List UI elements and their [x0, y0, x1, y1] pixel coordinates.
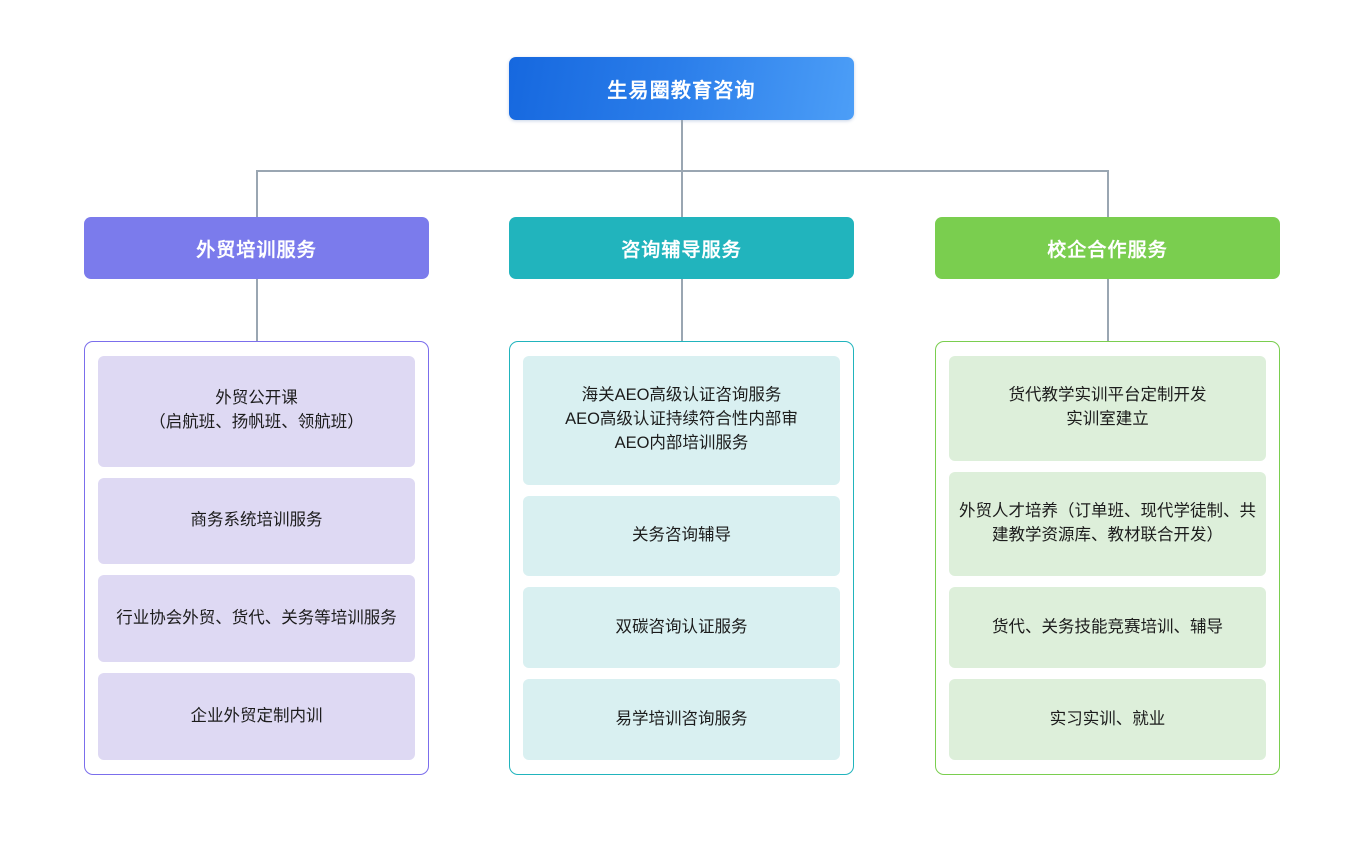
service-item-text: 双碳咨询认证服务 — [615, 617, 748, 636]
service-item-card[interactable]: 商务系统培训服务 — [98, 477, 415, 565]
category-header-label: 咨询辅导服务 — [621, 239, 742, 261]
connector-branch-3 — [1107, 170, 1109, 218]
service-item-card[interactable]: 企业外贸定制内训 — [98, 673, 415, 760]
connector-branch-2 — [681, 170, 683, 218]
service-item-card[interactable]: 货代、关务技能竞赛培训、辅导 — [949, 587, 1266, 669]
category-header-waimao-peixun[interactable]: 外贸培训服务 — [84, 217, 429, 279]
column-container-zixun-fudao: 海关AEO高级认证咨询服务 AEO高级认证持续符合性内部审 AEO内部培训服务 … — [509, 341, 854, 775]
category-header-label: 校企合作服务 — [1047, 239, 1168, 261]
service-item-card[interactable]: 关务咨询辅导 — [523, 495, 840, 577]
service-item-card[interactable]: 实习实训、就业 — [949, 679, 1266, 761]
service-item-text: 货代教学实训平台定制开发 实训室建立 — [1008, 386, 1207, 429]
service-item-text: 实习实训、就业 — [1049, 709, 1166, 728]
connector-header-to-box-2 — [681, 279, 683, 342]
service-item-text: 行业协会外贸、货代、关务等培训服务 — [116, 608, 397, 627]
root-node[interactable]: 生易圈教育咨询 — [509, 57, 854, 120]
service-item-text: 商务系统培训服务 — [190, 511, 323, 530]
service-item-text: 易学培训咨询服务 — [615, 709, 748, 728]
connector-branch-1 — [256, 170, 258, 218]
service-item-card[interactable]: 货代教学实训平台定制开发 实训室建立 — [949, 356, 1266, 461]
connector-header-to-box-3 — [1107, 279, 1109, 342]
service-item-text: 外贸公开课 （启航班、扬帆班、领航班） — [149, 389, 364, 432]
root-node-label: 生易圈教育咨询 — [607, 80, 756, 102]
column-container-waimao-peixun: 外贸公开课 （启航班、扬帆班、领航班） 商务系统培训服务 行业协会外贸、货代、关… — [84, 341, 429, 775]
connector-root-stem — [681, 120, 683, 171]
service-item-text: 关务咨询辅导 — [632, 526, 731, 545]
service-item-card[interactable]: 易学培训咨询服务 — [523, 679, 840, 761]
service-item-text: 外贸人才培养（订单班、现代学徒制、共建教学资源库、教材联合开发） — [959, 502, 1256, 545]
connector-header-to-box-1 — [256, 279, 258, 342]
service-item-text: 货代、关务技能竞赛培训、辅导 — [992, 617, 1223, 636]
service-item-card[interactable]: 外贸人才培养（订单班、现代学徒制、共建教学资源库、教材联合开发） — [949, 471, 1266, 577]
service-item-text: 企业外贸定制内训 — [190, 706, 323, 725]
service-item-card[interactable]: 海关AEO高级认证咨询服务 AEO高级认证持续符合性内部审 AEO内部培训服务 — [523, 356, 840, 485]
service-item-card[interactable]: 双碳咨询认证服务 — [523, 587, 840, 669]
category-header-label: 外贸培训服务 — [196, 239, 317, 261]
column-container-xiaoqi-hezuo: 货代教学实训平台定制开发 实训室建立 外贸人才培养（订单班、现代学徒制、共建教学… — [935, 341, 1280, 775]
category-header-xiaoqi-hezuo[interactable]: 校企合作服务 — [935, 217, 1280, 279]
service-item-text: 海关AEO高级认证咨询服务 AEO高级认证持续符合性内部审 AEO内部培训服务 — [565, 386, 798, 453]
service-item-card[interactable]: 行业协会外贸、货代、关务等培训服务 — [98, 575, 415, 663]
category-header-zixun-fudao[interactable]: 咨询辅导服务 — [509, 217, 854, 279]
service-item-card[interactable]: 外贸公开课 （启航班、扬帆班、领航班） — [98, 356, 415, 467]
